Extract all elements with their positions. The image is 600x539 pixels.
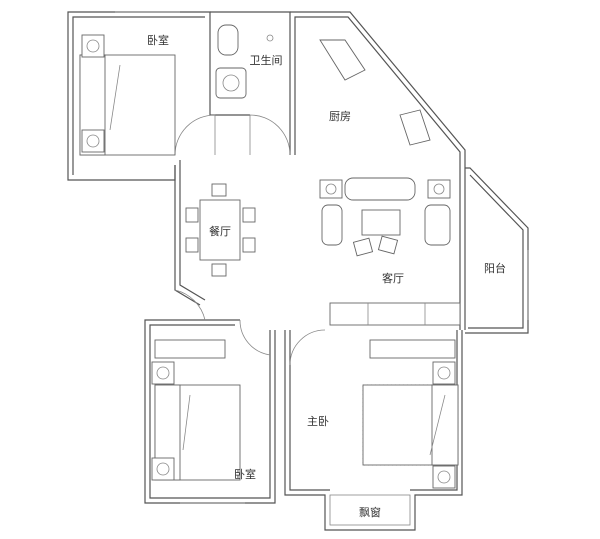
bed-bottom-left [151,339,241,481]
room-label-kitchen: 厨房 [329,110,351,123]
bathroom-fixtures [215,24,274,99]
walls [67,11,529,531]
room-label-balcony: 阳台 [484,261,506,275]
dining-table [185,183,256,277]
bed-top-left [79,34,176,156]
kitchen-fixtures [319,39,431,146]
sofa-set [319,177,451,257]
room-label-living: 客厅 [382,271,404,285]
room-label-bathroom: 卫生间 [250,53,283,67]
room-label-bedroom-bottom: 卧室 [234,467,256,481]
room-label-master-bedroom: 主卧 [307,415,329,428]
room-label-dining: 餐厅 [209,224,231,238]
room-label-bay-window: 飘窗 [359,505,381,519]
room-label-bedroom-top: 卧室 [147,33,169,47]
master-bed [362,339,459,489]
